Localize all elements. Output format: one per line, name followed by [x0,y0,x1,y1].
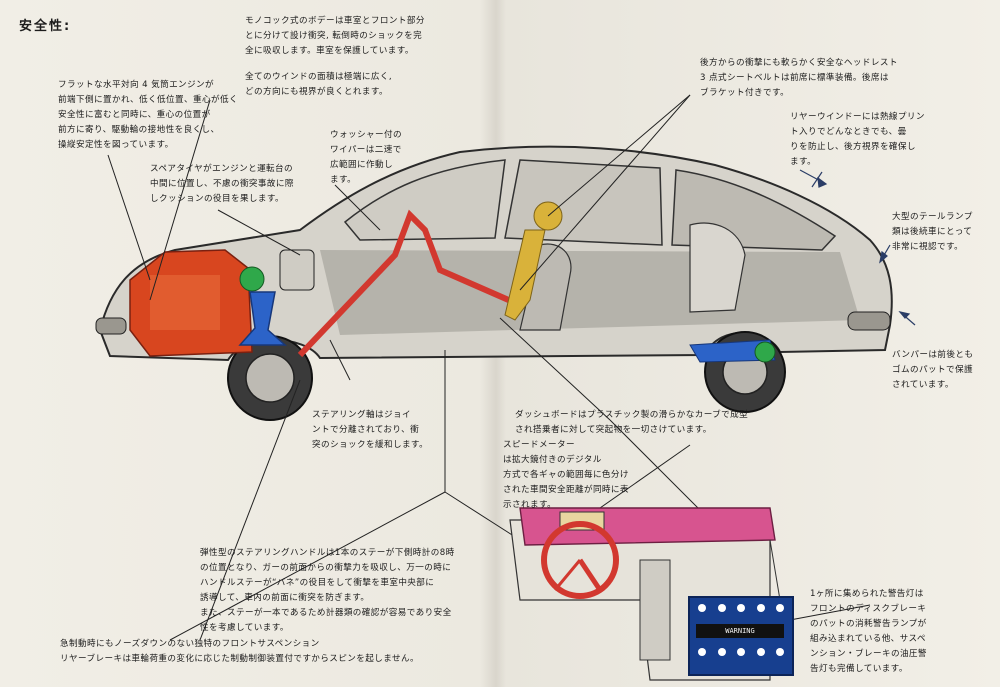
taillamp-description: 大型のテールランプ 類は後続車にとって 非常に視認です。 [892,212,973,252]
warning-strip: WARNING [696,624,784,638]
bumper-description: バンパーは前後とも ゴムのパットで保護 されています。 [892,350,974,390]
headrest-description: 後方からの衝撃にも軟らかく安全なヘッドレスト 3 点式シートベルトは前席に標準装… [700,58,898,98]
interior [320,250,860,335]
suspension-description: 急制動時にもノーズダウンのない独特のフロントサスペンション リヤーブレーキは車輪… [60,639,419,664]
warning-lights-bottom [698,648,784,662]
rear-bumper [847,311,891,331]
windshield [343,159,506,241]
steering-shaft-description: ステアリング軸はジョイ ントで分離されており、衝 突のショックを緩和します。 [312,410,429,450]
rear-window-description: リヤーウインドーには熱線プリン ト入りでどんなときでも、曇 りを防止し、後方視界… [790,112,925,167]
section-title: 安全性: [19,19,72,34]
front-suspension [238,291,287,346]
warning-lamp-description: 1ヶ所に集められた警告灯は フロントのディスクブレーキ のパットの消耗警告ランプ… [810,589,927,674]
warning-panel: WARNING [688,596,794,676]
dashboard-description: ダッシュボードはプラスチック製の滑らかなカーブで成型 され搭乗者に対して突起物を… [515,410,749,435]
wiper-description: ウォッシャー付の ワイパーは二速で 広範囲に作動し ます。 [330,130,402,185]
rear-axle [689,339,776,363]
brake-reservoir [239,266,265,292]
spare-tire-description: スペアタイヤがエンジンと運転台の 中間に位置し、不慮の衝突事故に際 しクッション… [150,164,294,204]
headrest [504,229,546,321]
speedometer-description: スピードメーター は拡大鏡付きのデジタル 方式で各ギャの範囲毎に色分け された車… [503,440,629,510]
steering-handle-description: 弾性型のステアリングハンドルは1本のステーが下側時計の8時 の位置となり、ガーの… [200,548,455,633]
front-bumper [95,317,127,335]
body-description: モノコック式のボデーは車室とフロント部分 とに分けて設け衝突, 転倒時のショック… [245,16,425,56]
warning-panel-label: WARNING [725,627,755,635]
warning-lights-top [698,604,784,618]
steering-column [297,209,522,358]
front-seat [519,243,572,331]
windows-description: 全てのウインドの面積は極端に広く, どの方向にも視界が良くとれます。 [245,72,393,97]
spare-tire [279,249,315,291]
engine-description: フラットな水平対向 4 気筒エンジンが 前端下側に置かれ、低く低位置、重心が低く… [58,80,238,150]
steering-wheel [541,521,619,599]
dashboard-pink [519,507,776,546]
rear-seat [689,222,746,313]
